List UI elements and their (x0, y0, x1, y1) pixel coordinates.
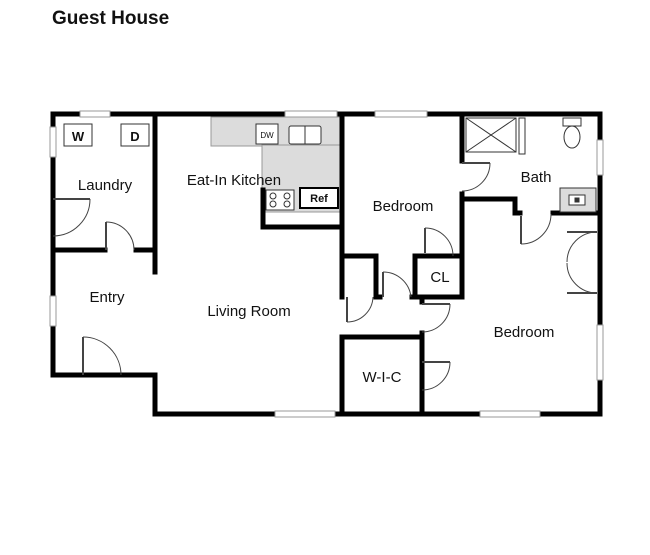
doors (52, 162, 598, 391)
room-label-living-room: Living Room (207, 303, 290, 320)
windows (49, 110, 604, 418)
room-label-bath: Bath (521, 169, 552, 186)
washer-label: W (72, 129, 85, 144)
sink-icon (559, 187, 597, 213)
washer-icon (63, 123, 93, 147)
room-label-bedroom-1: Bedroom (373, 198, 434, 215)
dryer-icon (120, 123, 150, 147)
room-label-closet: CL (430, 269, 449, 286)
room-label-entry: Entry (89, 289, 125, 306)
dishwasher-label: DW (260, 131, 274, 140)
sink-icon (288, 125, 322, 145)
dryer-label: D (130, 129, 139, 144)
shower-icon (465, 117, 517, 153)
shower-wall-icon (518, 117, 526, 155)
room-label-bedroom-2: Bedroom (494, 324, 555, 341)
toilet-icon (562, 117, 582, 149)
room-label-walk-in-closet: W-I-C (363, 369, 402, 386)
refrigerator-icon (299, 187, 339, 209)
plan-title: Guest House (52, 8, 170, 29)
stove-icon (265, 189, 295, 211)
dishwasher-icon (255, 123, 279, 145)
room-label-kitchen: Eat-In Kitchen (187, 172, 281, 189)
room-label-laundry: Laundry (78, 177, 133, 194)
refrigerator-label: Ref (310, 193, 328, 205)
